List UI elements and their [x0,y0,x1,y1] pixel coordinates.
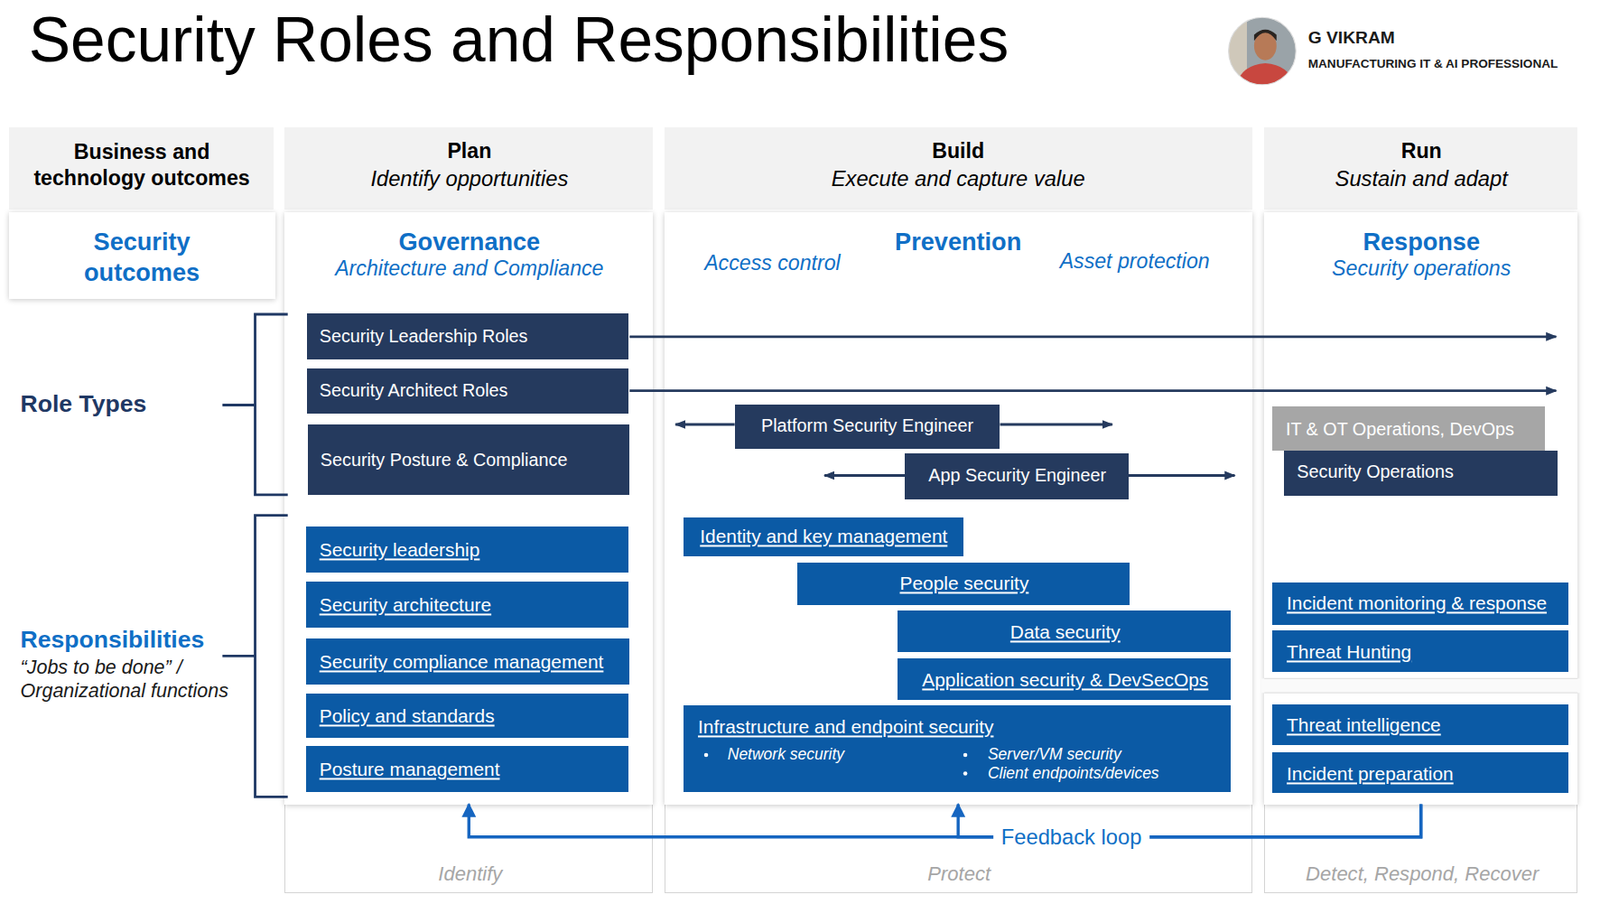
connector-label: Feedback loop [993,823,1151,849]
responsibility-box: Data security [897,610,1230,652]
responsibility-box-text: Security compliance management [319,651,605,674]
column-header-text: Run [1401,139,1442,165]
diagram-title: Security Roles and Responsibilities [28,3,1010,79]
column-header-text: Sustain and adapt [1335,166,1508,192]
column-panel-text: Asset protection [1060,250,1210,276]
responsibility-box: Incident monitoring & response [1272,582,1569,624]
photo-hair [1254,29,1277,41]
responsibility-box-text: Data security [1010,620,1121,643]
column-panel-text: Access control [704,251,841,277]
column-header: PlanIdentify opportunities [284,127,653,209]
author-role: MANUFACTURING IT & AI PROFESSIONAL [1308,56,1558,72]
function-box-text: Detect, Respond, Recover [1305,862,1539,886]
row-label: Role Types [20,390,148,419]
responsibility-box: Policy and standards [306,693,629,738]
role-box-text: Platform Security Engineer [761,415,974,438]
row-note: “Jobs to be done” / Organizational funct… [20,655,241,705]
role-box: Security Operations [1283,450,1558,496]
column-panel-text: Response [1362,227,1480,258]
role-box: Security Architect Roles [306,368,629,414]
role-box-text: Security Posture & Compliance [320,449,568,472]
responsibility-box-text: Security leadership [319,539,481,562]
column-header-text: Execute and capture value [831,166,1086,192]
role-box-text: Security Operations [1296,461,1454,484]
function-box-text: Protect [927,862,991,886]
role-box: Platform Security Engineer [734,404,1001,450]
responsibility-box: Infrastructure and endpoint securityNetw… [683,705,1231,792]
responsibility-box-text: Threat intelligence [1286,714,1442,737]
function-box-text: Identify [437,862,503,886]
responsibility-box: Threat Hunting [1272,630,1569,671]
photo-window [1224,15,1247,89]
responsibility-box: Identity and key management [683,517,964,557]
outcome-box: Security outcomes [9,212,276,299]
responsibility-box: People security [797,562,1130,605]
column-header: Business and technology outcomes [9,127,274,209]
responsibility-box-text: People security [900,572,1030,596]
column-panel-text: Prevention [894,227,1022,258]
responsibility-box: Application security & DevSecOps [897,658,1230,700]
author-name: G VIKRAM [1308,27,1396,48]
role-box-text: Security Architect Roles [319,380,509,402]
responsibility-box-text: Security architecture [319,594,492,617]
responsibility-box: Incident preparation [1272,752,1569,793]
responsibility-box-text: Posture management [319,758,501,782]
column-header-text: Plan [446,139,492,165]
role-box-text: App Security Engineer [928,465,1107,487]
role-box: IT & OT Operations, DevOps [1272,406,1545,452]
responsibility-box-text: Infrastructure and endpoint security [697,715,994,738]
feedback-connector [468,804,1421,838]
role-box: App Security Engineer [904,453,1128,500]
responsibility-box: Security leadership [306,526,629,573]
responsibility-box-text: Network security [727,745,845,765]
column-panel-text: Architecture and Compliance [334,256,604,282]
column-panel: PreventionAccess control Asset protection… [664,212,1253,804]
responsibility-box: Threat intelligence [1272,704,1569,745]
column-panel: GovernanceArchitecture and ComplianceSec… [284,212,653,804]
responsibility-box-text: Client endpoints/devices [987,763,1160,783]
bracket-tick [222,403,255,407]
photo-background [1224,15,1302,89]
role-box: Security Leadership Roles [306,313,629,360]
responsibility-box-text: Threat Hunting [1286,641,1412,664]
row-label: Responsibilities [20,625,205,655]
role-box: Security Posture & Compliance [307,424,630,495]
photo-shirt [1234,63,1296,94]
column-header: BuildExecute and capture value [664,127,1253,209]
role-box-text: IT & OT Operations, DevOps [1285,418,1515,441]
column-header-text: Business and technology outcomes [27,139,257,193]
column-header: RunSustain and adapt [1264,127,1578,209]
responsibility-box: Security compliance management [306,638,630,685]
column-panel-text: Security operations [1331,256,1511,282]
bracket [255,314,289,495]
responsibility-box: Security architecture [306,581,629,628]
author-photo [1224,15,1302,94]
outcome-box-text: Security outcomes [60,226,224,289]
column-panel-text: Governance [398,227,540,258]
responsibility-box-text: Server/VM security [987,745,1122,765]
responsibility-box-text: Policy and standards [319,705,495,728]
role-box-text: Security Leadership Roles [319,325,529,348]
bracket [255,515,289,798]
column-panel: ResponseSecurity operations IT & OT Opera… [1264,212,1578,804]
responsibility-box-text: Incident preparation [1286,762,1454,785]
photo-ring [1228,17,1297,85]
responsibility-box: Posture management [306,745,629,792]
photo-face [1254,31,1277,61]
column-header-text: Identify opportunities [370,166,568,192]
responsibility-box-text: Incident monitoring & response [1286,591,1547,614]
column-header-text: Build [931,139,985,165]
responsibility-box-text: Application security & DevSecOps [921,668,1209,691]
responsibility-box-text: Identity and key management [699,525,948,549]
bracket-tick [222,654,255,658]
